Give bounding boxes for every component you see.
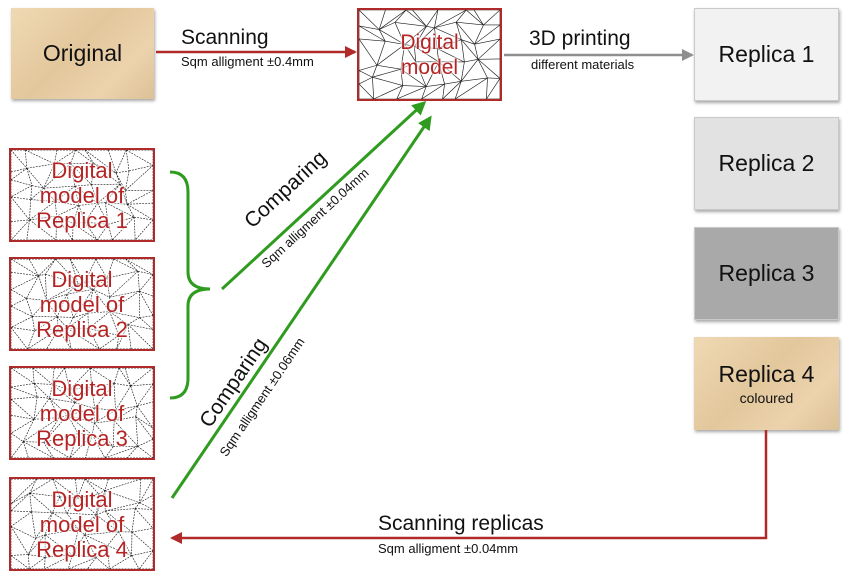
printing-sublabel: different materials bbox=[531, 57, 635, 72]
mesh-pattern bbox=[11, 259, 153, 349]
replica-model-3-label: Digital model of Replica 3 bbox=[36, 375, 128, 451]
scanning-replicas-label: Scanning replicas bbox=[378, 512, 544, 535]
replica-model-2-box: Digital model of Replica 2 bbox=[9, 257, 155, 351]
replica-model-4-box: Digital model of Replica 4 bbox=[9, 477, 155, 571]
replica-model-1-label: Digital model of Replica 1 bbox=[36, 157, 128, 233]
original-label: Original bbox=[42, 40, 123, 66]
original-box: Original bbox=[11, 8, 154, 99]
replica-2-box: Replica 2 bbox=[694, 117, 839, 210]
replica-model-1-box: Digital model of Replica 1 bbox=[9, 148, 155, 242]
curly-brace bbox=[169, 170, 211, 400]
scanning-sublabel: Sqm alligment ±0.4mm bbox=[181, 54, 314, 69]
replica-model-3-box: Digital model of Replica 3 bbox=[9, 366, 155, 460]
replica-3-label: Replica 3 bbox=[718, 260, 815, 286]
comparing-1-sub-group: Sqm alligment ±0.04mm bbox=[258, 165, 371, 271]
replica-3-box: Replica 3 bbox=[694, 227, 839, 320]
scanning-replicas-sublabel: Sqm alligment ±0.04mm bbox=[378, 541, 519, 556]
mesh-pattern bbox=[11, 368, 153, 458]
replica-4-box: Replica 4 coloured bbox=[694, 337, 839, 430]
scanning-label: Scanning bbox=[181, 26, 269, 49]
mesh-pattern bbox=[359, 10, 500, 99]
scanning-replicas-label-group: Scanning replicas bbox=[378, 512, 544, 536]
scanning-label-group: Scanning bbox=[181, 26, 269, 50]
mesh-pattern bbox=[11, 479, 153, 569]
scanning-sub-group: Sqm alligment ±0.4mm bbox=[181, 54, 314, 69]
comparing-arrow-1 bbox=[220, 100, 427, 291]
comparing-1-sublabel: Sqm alligment ±0.04mm bbox=[258, 165, 372, 271]
replica-1-box: Replica 1 bbox=[694, 8, 839, 101]
mesh-pattern bbox=[11, 150, 153, 240]
replica-4-label: Replica 4 bbox=[718, 361, 815, 387]
digital-model-box: Digital model bbox=[357, 8, 502, 101]
printing-sub-group: different materials bbox=[531, 57, 634, 72]
printing-label-group: 3D printing bbox=[529, 27, 631, 51]
replica-4-sublabel: coloured bbox=[739, 390, 794, 406]
replica-1-label: Replica 1 bbox=[718, 41, 815, 67]
printing-label: 3D printing bbox=[529, 27, 631, 50]
replica-model-4-label: Digital model of Replica 4 bbox=[36, 486, 128, 562]
digital-model-label: Digital model bbox=[400, 30, 459, 79]
scanning-replicas-sub-group: Sqm alligment ±0.04mm bbox=[378, 541, 518, 556]
replica-2-label: Replica 2 bbox=[718, 150, 815, 176]
replica-model-2-label: Digital model of Replica 2 bbox=[36, 266, 128, 342]
